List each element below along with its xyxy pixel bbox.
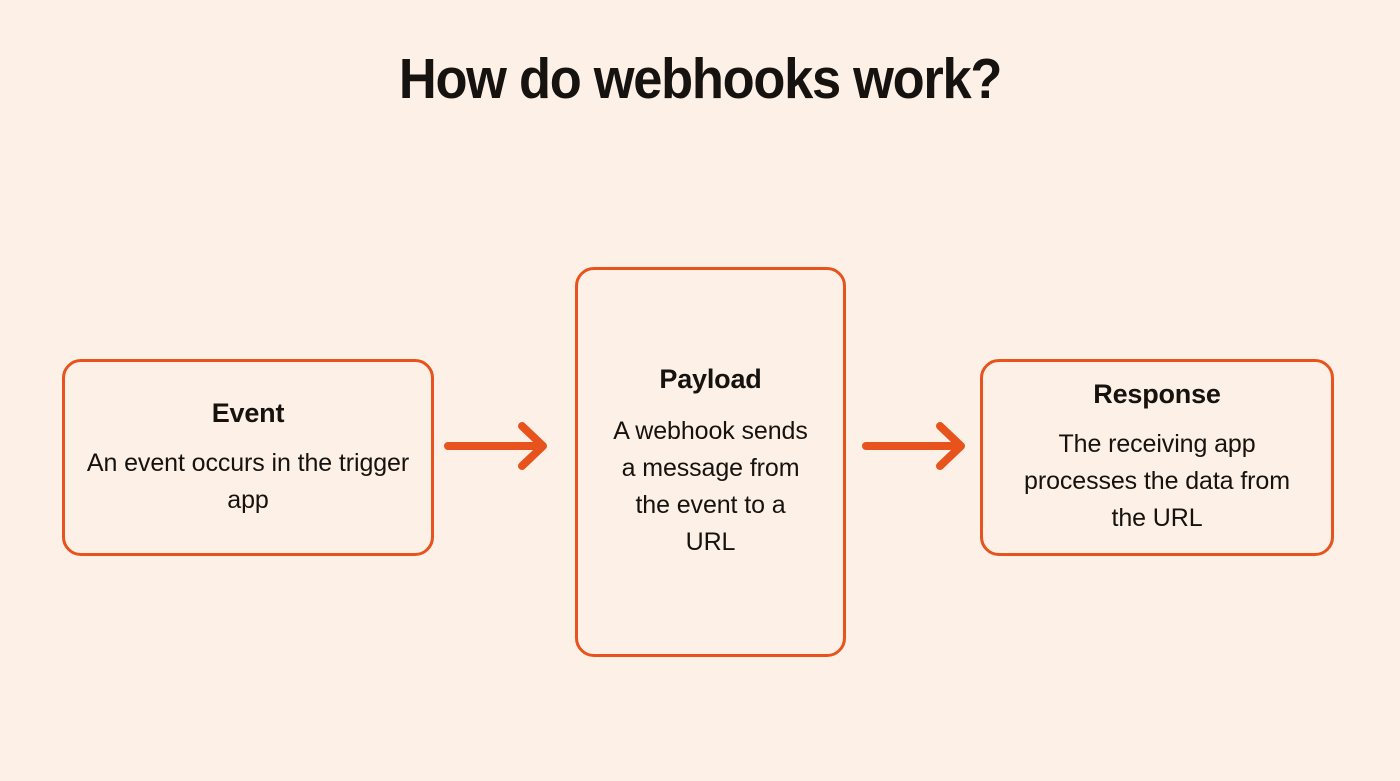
page-title: How do webhooks work?	[398, 47, 1003, 111]
node-response-title: Response	[1093, 379, 1221, 409]
node-payload-title: Payload	[659, 364, 762, 394]
node-event-title: Event	[211, 397, 285, 428]
arrow-right-icon-2	[858, 420, 978, 472]
node-response-body: The receiving app processes the data fro…	[1024, 430, 1290, 532]
arrow-right-icon-1	[440, 420, 560, 472]
node-payload: Payload A webhook sends a message from t…	[575, 267, 846, 657]
node-event: Event An event occurs in the trigger app	[62, 359, 434, 556]
node-response: Response The receiving app processes the…	[980, 359, 1334, 556]
node-event-body: An event occurs in the trigger app	[86, 448, 410, 514]
node-payload-body: A webhook sends a message from the event…	[613, 417, 808, 556]
